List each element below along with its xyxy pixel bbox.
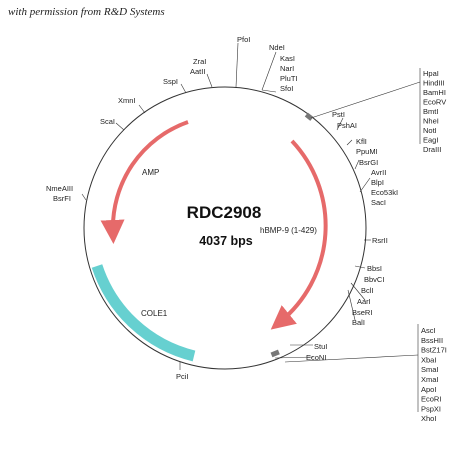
site-bsrgi: BsrGI xyxy=(359,158,378,167)
site-eco53ki: Eco53kI xyxy=(371,188,398,197)
site-hpai: HpaI xyxy=(423,69,439,78)
site-aari: AarI xyxy=(357,297,371,306)
site-sspi: SspI xyxy=(163,77,178,86)
site-bsrfi: BsrFI xyxy=(53,194,71,203)
site-saci: SacI xyxy=(371,198,386,207)
site-pspxi: PspXI xyxy=(421,404,441,413)
site-bbvci: BbvCI xyxy=(364,275,384,284)
site-pluti: PluTI xyxy=(280,74,298,83)
site-avrii: AvrII xyxy=(371,168,386,177)
site-pfoi: PfoI xyxy=(237,35,250,44)
site-stui: StuI xyxy=(314,342,327,351)
site-noti: NotI xyxy=(423,126,437,135)
site-asci: AscI xyxy=(421,326,436,335)
site-nmeaiii: NmeAIII xyxy=(46,184,73,193)
site-pcii: PciI xyxy=(176,372,189,381)
amp-label: AMP xyxy=(142,168,159,177)
site-scai: ScaI xyxy=(100,117,115,126)
site-kfli: KflI xyxy=(356,137,367,146)
site-zrai: ZraI xyxy=(193,57,206,66)
site-bseri: BseRI xyxy=(352,308,372,317)
site-ppumi: PpuMI xyxy=(356,147,378,156)
site-ndei: NdeI xyxy=(269,43,285,52)
top-site-group: HpaIHindIIIBamHIEcoRVBmtINheINotIEagIDra… xyxy=(423,69,446,154)
site-econi: EcoNI xyxy=(306,353,326,362)
mcs-marker-bottom xyxy=(270,349,280,358)
site-bcli: BclI xyxy=(361,286,374,295)
site-hindiii: HindIII xyxy=(423,79,445,88)
site-eagi: EagI xyxy=(423,136,438,145)
site-xmni: XmnI xyxy=(118,96,136,105)
site-bamhi: BamHI xyxy=(423,88,446,97)
plasmid-backbone xyxy=(83,86,367,370)
site-xmai: XmaI xyxy=(421,375,439,384)
site-rsrii: RsrII xyxy=(372,236,388,245)
site-blpi: BlpI xyxy=(371,178,384,187)
site-xhoi: XhoI xyxy=(421,414,436,423)
plasmid-size: 4037 bps xyxy=(199,234,253,248)
insert-label: hBMP-9 (1-429) xyxy=(260,226,317,235)
site-sfoi: SfoI xyxy=(280,84,293,93)
cole1-origin-arc xyxy=(91,264,196,362)
site-draiii: DraIII xyxy=(423,145,441,154)
site-apoi: ApoI xyxy=(421,385,436,394)
bottom-site-group: AscIBssHIIBstZ17IXbaISmaIXmaIApoIEcoRIPs… xyxy=(421,326,447,423)
amp-gene-arrow xyxy=(100,120,189,244)
site-nari: NarI xyxy=(280,64,294,73)
site-kasi: KasI xyxy=(280,54,295,63)
hbmp9-insert-arrow xyxy=(270,139,328,330)
site-bmti: BmtI xyxy=(423,107,438,116)
permission-credit: with permission from R&D Systems xyxy=(8,6,165,18)
site-nhei: NheI xyxy=(423,117,439,126)
site-psti: PstI xyxy=(332,110,345,119)
site-bbsi: BbsI xyxy=(367,264,382,273)
plasmid-name: RDC2908 xyxy=(187,203,262,222)
site-ecori: EcoRI xyxy=(421,395,441,404)
site-smai: SmaI xyxy=(421,365,439,374)
mcs-marker-top xyxy=(304,112,314,121)
site-bstz17i: BstZ17I xyxy=(421,346,447,355)
site-bsshii: BssHII xyxy=(421,336,443,345)
site-leader-lines xyxy=(81,42,421,370)
site-ecorv: EcoRV xyxy=(423,98,446,107)
site-pshai: PshAI xyxy=(337,121,357,130)
ori-label: COLE1 xyxy=(141,309,168,318)
site-xbai: XbaI xyxy=(421,355,436,364)
site-bali: BalI xyxy=(352,318,365,327)
site-aatii: AatII xyxy=(190,67,205,76)
